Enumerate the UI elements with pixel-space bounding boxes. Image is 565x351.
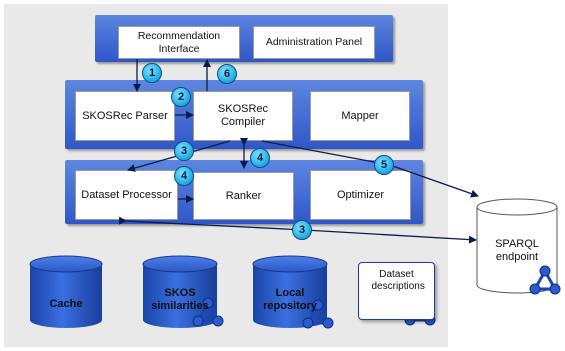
recommendation-interface-label: Recommendation Interface — [137, 29, 221, 55]
recommendation-interface-box: Recommendation Interface — [118, 26, 240, 59]
skos-similarities-label: SKOS similarities — [151, 287, 209, 312]
sparql-endpoint-label: SPARQL endpoint — [495, 238, 539, 263]
skosrec-compiler-label: SKOSRec Compiler — [217, 103, 269, 128]
step-badge-2: 2 — [171, 87, 191, 107]
step-badge-4: 4 — [250, 148, 270, 168]
dataset-descriptions-box: Dataset descriptions — [358, 262, 435, 320]
ranker-box: Ranker — [193, 172, 294, 220]
sparql-endpoint-cylinder — [476, 198, 558, 294]
step-badge-5: 5 — [374, 155, 394, 175]
step-badge-3: 3 — [174, 141, 194, 161]
mapper-label: Mapper — [341, 109, 379, 122]
administration-panel-box: Administration Panel — [253, 26, 375, 59]
dataset-processor-label: Dataset Processor — [81, 188, 172, 201]
local-repository-label: Local repository — [263, 287, 317, 312]
dataset-processor-box: Dataset Processor — [75, 170, 178, 220]
step-badge-6: 6 — [217, 64, 237, 84]
administration-panel-label: Administration Panel — [265, 36, 363, 48]
mapper-box: Mapper — [310, 91, 410, 141]
step-badge-1: 1 — [142, 63, 162, 83]
skos-similarities-cylinder — [142, 255, 218, 328]
skosrec-compiler-box: SKOSRec Compiler — [193, 91, 293, 141]
step-badge-3-endpoint: 3 — [292, 220, 312, 240]
arrow-compiler-to-endpoint — [261, 140, 479, 198]
cache-cylinder — [29, 255, 103, 328]
ranker-label: Ranker — [225, 189, 262, 202]
optimizer-label: Optimizer — [336, 188, 385, 201]
local-repository-cylinder — [252, 255, 328, 328]
dataset-descriptions-label: Dataset descriptions — [371, 269, 425, 292]
cache-label: Cache — [49, 298, 83, 310]
skosrec-parser-box: SKOSRec Parser — [75, 91, 175, 141]
step-badge-4-processor: 4 — [174, 166, 194, 186]
skosrec-parser-label: SKOSRec Parser — [82, 109, 168, 122]
